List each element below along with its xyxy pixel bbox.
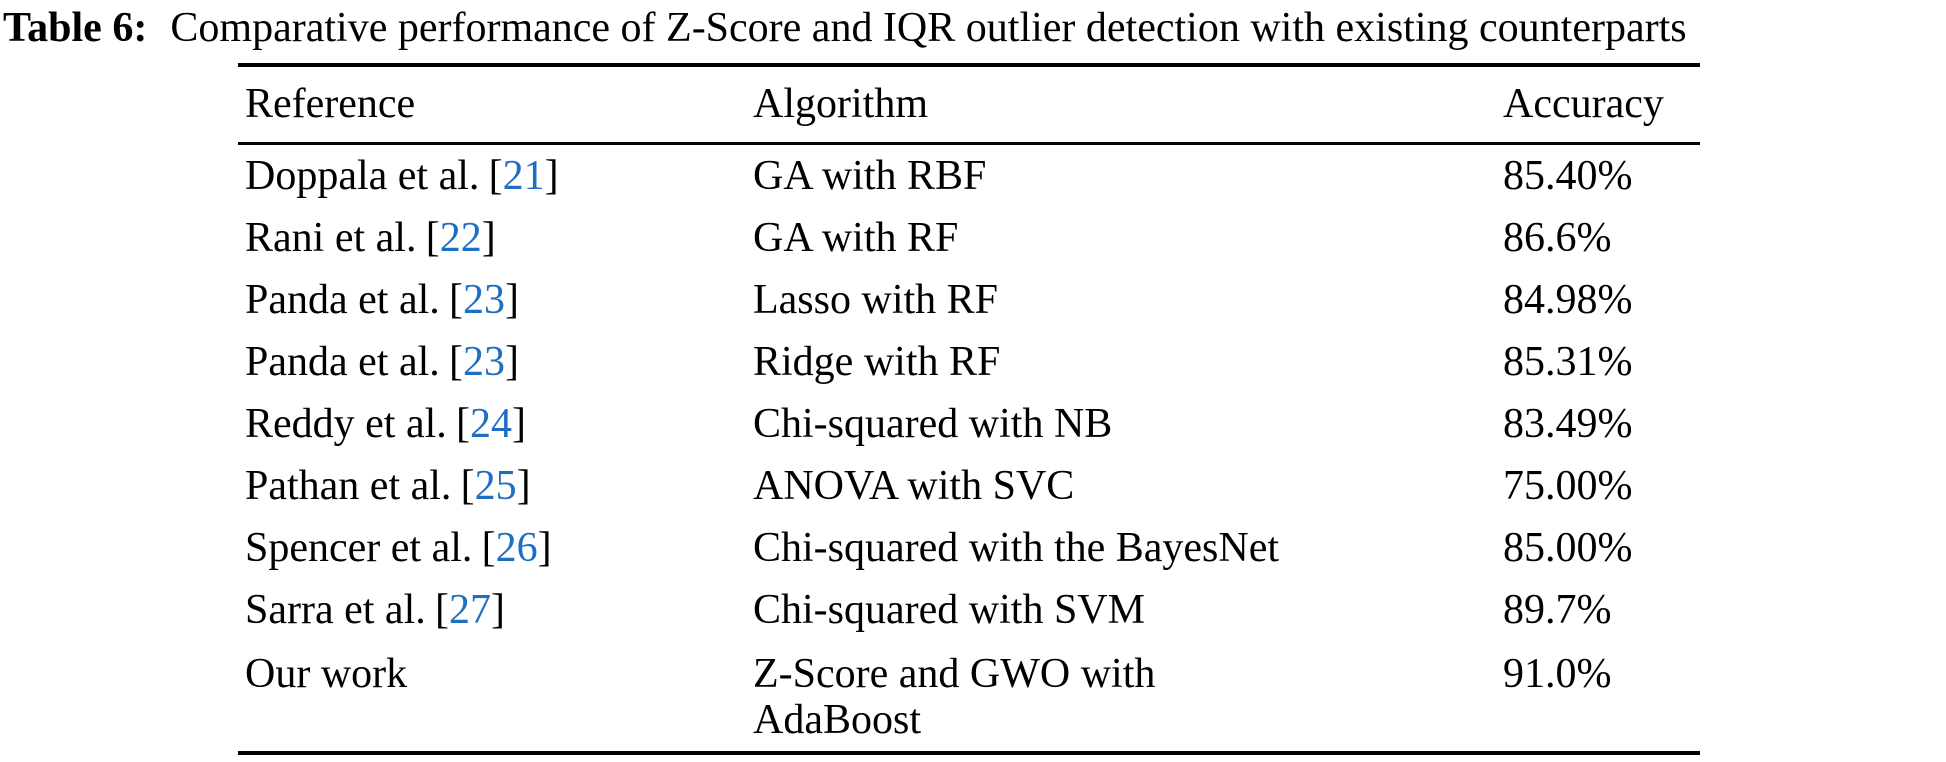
citation-link[interactable]: 24: [470, 401, 513, 447]
citation-open-bracket: [: [425, 215, 440, 261]
accuracy-cell: 86.6%: [1503, 215, 1612, 261]
citation-link[interactable]: 21: [502, 153, 545, 199]
table-row: Reddy et al.[24] Chi-squared with NB 83.…: [238, 393, 1700, 455]
reference-cell: Panda et al.[23]: [238, 331, 753, 393]
citation-open-bracket: [: [481, 525, 496, 571]
citation-open-bracket: [: [456, 401, 471, 447]
citation: [26]: [482, 525, 552, 571]
reference-cell: Panda et al.[23]: [238, 269, 753, 331]
citation-close-bracket: ]: [490, 587, 505, 633]
citation-open-bracket: [: [460, 463, 475, 509]
citation: [25]: [461, 463, 531, 509]
citation: [22]: [426, 215, 496, 261]
reference-text: Panda et al.: [245, 277, 440, 323]
algorithm-cell: Chi-squared with NB: [753, 401, 1113, 447]
table-caption-text: Comparative performance of Z-Score and I…: [170, 5, 1687, 51]
column-header-algorithm: Algorithm: [753, 65, 1500, 145]
reference-text: Panda et al.: [245, 339, 440, 385]
citation: [23]: [449, 339, 519, 385]
citation-close-bracket: ]: [544, 153, 559, 199]
accuracy-cell: 83.49%: [1503, 401, 1633, 447]
accuracy-cell: 84.98%: [1503, 277, 1633, 323]
reference-text: Rani et al.: [245, 215, 417, 261]
citation-link[interactable]: 26: [495, 525, 538, 571]
algorithm-cell: ANOVA with SVC: [753, 463, 1075, 509]
citation-link[interactable]: 23: [463, 277, 505, 323]
algorithm-line-2: AdaBoost: [753, 697, 921, 743]
citation-close-bracket: ]: [512, 401, 527, 447]
reference-text: Reddy et al.: [245, 401, 447, 447]
reference-text: Our work: [245, 651, 408, 697]
reference-cell: Rani et al.[22]: [238, 207, 753, 269]
table-row: Sarra et al.[27] Chi-squared with SVM 89…: [238, 579, 1700, 641]
table-row: Rani et al.[22] GA with RF 86.6%: [238, 207, 1700, 269]
citation: [27]: [435, 587, 505, 633]
reference-cell: Pathan et al.[25]: [238, 455, 753, 517]
citation-open-bracket: [: [449, 339, 463, 385]
citation-close-bracket: ]: [516, 463, 531, 509]
column-header-accuracy: Accuracy: [1500, 65, 1700, 145]
accuracy-cell: 85.40%: [1503, 153, 1633, 199]
reference-text: Pathan et al.: [245, 463, 452, 509]
reference-text: Sarra et al.: [245, 587, 426, 633]
citation-close-bracket: ]: [537, 525, 552, 571]
reference-text: Spencer et al.: [245, 525, 473, 571]
reference-cell: Our work: [238, 641, 753, 753]
citation-open-bracket: [: [488, 153, 503, 199]
accuracy-cell: 89.7%: [1503, 587, 1612, 633]
table-caption-label: Table 6:: [3, 5, 148, 51]
comparison-table: Reference Algorithm Accuracy Doppala et …: [238, 63, 1700, 755]
citation-link[interactable]: 22: [439, 215, 482, 261]
accuracy-cell: 91.0%: [1503, 651, 1612, 697]
reference-cell: Reddy et al.[24]: [238, 393, 753, 455]
algorithm-cell: Lasso with RF: [753, 277, 999, 323]
citation-link[interactable]: 25: [474, 463, 517, 509]
citation: [24]: [456, 401, 526, 447]
table-caption: Table 6: Comparative performance of Z-Sco…: [0, 4, 1946, 52]
citation-close-bracket: ]: [505, 277, 519, 323]
algorithm-cell: GA with RF: [753, 215, 959, 261]
citation-open-bracket: [: [449, 277, 463, 323]
citation-link[interactable]: 23: [463, 339, 505, 385]
reference-cell: Sarra et al.[27]: [238, 579, 753, 641]
citation: [21]: [489, 153, 559, 199]
table-row: Pathan et al.[25] ANOVA with SVC 75.00%: [238, 455, 1700, 517]
algorithm-cell: Chi-squared with SVM: [753, 587, 1145, 633]
citation-close-bracket: ]: [481, 215, 496, 261]
citation: [23]: [449, 277, 519, 323]
table-row: Spencer et al.[26] Chi-squared with the …: [238, 517, 1700, 579]
algorithm-cell: GA with RBF: [753, 153, 987, 199]
reference-text: Doppala et al.: [245, 153, 480, 199]
reference-cell: Doppala et al.[21]: [238, 144, 753, 208]
accuracy-cell: 75.00%: [1503, 463, 1633, 509]
algorithm-cell: Ridge with RF: [753, 339, 1001, 385]
column-header-reference: Reference: [238, 65, 753, 145]
table-row: Panda et al.[23] Ridge with RF 85.31%: [238, 331, 1700, 393]
table-row: Doppala et al.[21] GA with RBF 85.40%: [238, 144, 1700, 208]
algorithm-cell: Z-Score and GWO with AdaBoost: [753, 641, 1500, 753]
accuracy-cell: 85.31%: [1503, 339, 1633, 385]
citation-open-bracket: [: [434, 587, 449, 633]
table-header-row: Reference Algorithm Accuracy: [238, 65, 1700, 145]
table-row: Panda et al.[23] Lasso with RF 84.98%: [238, 269, 1700, 331]
accuracy-cell: 85.00%: [1503, 525, 1633, 571]
reference-cell: Spencer et al.[26]: [238, 517, 753, 579]
algorithm-cell: Chi-squared with the BayesNet: [753, 525, 1280, 571]
table-row: Our work Z-Score and GWO with AdaBoost 9…: [238, 641, 1700, 753]
algorithm-line-1: Z-Score and GWO with: [753, 651, 1156, 697]
citation-close-bracket: ]: [505, 339, 519, 385]
citation-link[interactable]: 27: [448, 587, 491, 633]
